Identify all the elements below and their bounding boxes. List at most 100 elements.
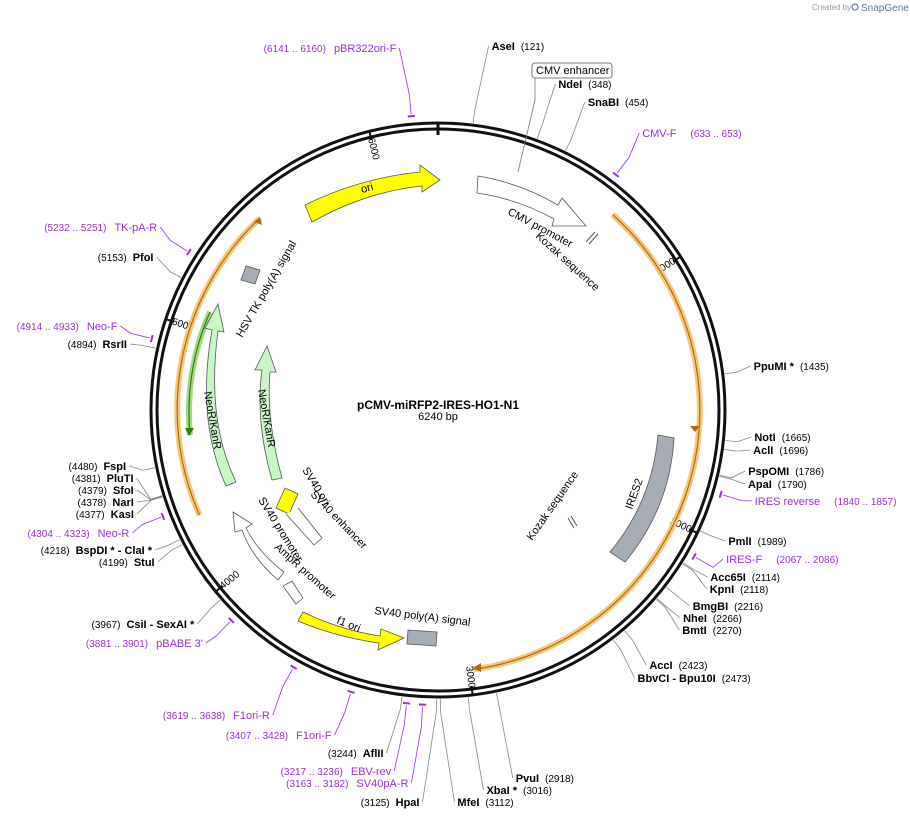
sv40-promoter-arrow[interactable] [232, 511, 285, 581]
sv40-polya-label: SV40 poly(A) signal [374, 605, 471, 629]
orf-arrowhead-1 [690, 426, 700, 432]
sv40-ori-box[interactable] [275, 487, 299, 515]
enzyme-leader [725, 436, 752, 443]
enzyme-leader [386, 696, 403, 754]
enzyme-label[interactable]: Acc65I(2114) [710, 572, 780, 584]
primer-marks [149, 114, 723, 706]
primer-leader [205, 621, 231, 644]
primer-label[interactable]: (3163 .. 3182)SV40pA-R [286, 778, 408, 790]
enzyme-label[interactable]: XbaI *(3016) [486, 785, 551, 797]
primer-mark [228, 617, 235, 624]
enzyme-label[interactable]: (4480)FspI [69, 461, 127, 473]
enzyme-leader [439, 698, 455, 803]
enzyme-label[interactable]: BbvCI - Bpu10I(2473) [638, 673, 751, 685]
enzyme-label[interactable]: BmgBI(2216) [693, 601, 763, 613]
credit-brand: SnapGene [861, 3, 909, 14]
enzyme-label[interactable]: AccI(2423) [649, 660, 707, 672]
enzyme-label[interactable]: NheI(2266) [683, 613, 742, 625]
enzyme-label[interactable]: PmlI(1989) [728, 536, 786, 548]
neokanr-outer-arrow[interactable] [204, 302, 237, 487]
enzyme-leader [156, 256, 182, 278]
primer-leader [695, 557, 724, 568]
enzyme-label[interactable]: PpuMI *(1435) [754, 361, 829, 373]
enzyme-leader [129, 343, 156, 349]
primer-label[interactable]: (4914 .. 4933)Neo-F [17, 321, 118, 333]
ruler-tick [470, 685, 474, 697]
primer-mark [347, 689, 355, 694]
enzyme-label[interactable]: MfeI(3112) [457, 797, 513, 809]
enzyme-leader [495, 692, 514, 779]
ampr-promoter-arrow[interactable] [282, 580, 304, 605]
cmv-promoter-arrow[interactable] [476, 175, 587, 227]
enzyme-label[interactable]: (3125)HpaI [361, 797, 420, 809]
orf-arrowhead-2 [473, 663, 481, 672]
ori-label: ori [360, 181, 375, 196]
enzyme-leader [700, 530, 726, 542]
primer-label[interactable]: (3881 .. 3901)pBABE 3' [86, 638, 203, 650]
enzyme-label[interactable]: PspOMI(1786) [748, 466, 824, 478]
f1-ori-arrow[interactable] [297, 611, 406, 651]
primer-leader [398, 47, 412, 115]
enzyme-label[interactable]: (4199)StuI [99, 557, 155, 569]
primer-label[interactable]: CMV-F(633 .. 653) [642, 128, 741, 140]
kozak-mark-2 [567, 517, 575, 529]
ires2-bar[interactable] [609, 434, 675, 563]
enzyme-label[interactable]: (5153)PfoI [98, 252, 154, 264]
enzyme-label[interactable]: ApaI(1790) [748, 479, 807, 491]
enzyme-label[interactable]: AseI(121) [492, 41, 545, 53]
primer-label[interactable]: (6141 .. 6160)pBR322ori-F [264, 43, 397, 55]
enzyme-leader [724, 449, 751, 452]
primer-leader [334, 693, 351, 736]
enzyme-label[interactable]: (3244)AflII [328, 748, 384, 760]
kozak-2-label: Kozak sequence [525, 469, 581, 543]
enzyme-label[interactable]: NdeI(348) [558, 79, 611, 91]
primer-leader [722, 494, 752, 502]
primer-label[interactable]: (3619 .. 3638)F1ori-R [163, 710, 270, 722]
primer-label[interactable]: IRES reverse(1840 .. 1857) [755, 496, 897, 508]
enzyme-leader [682, 562, 708, 578]
primer-mark [718, 490, 723, 499]
primer-label[interactable]: IRES-F(2067 .. 2086) [726, 554, 838, 566]
enzyme-label[interactable]: (4894)RsrII [68, 339, 127, 351]
enzyme-leader [128, 465, 155, 471]
ori-arrow[interactable] [304, 164, 441, 223]
plasmid-name: pCMV-miRFP2-IRES-HO1-N1 [357, 398, 519, 412]
enzyme-leader [157, 544, 183, 563]
enzyme-leader [136, 477, 163, 500]
enzyme-label[interactable]: (4379)SfoI [78, 485, 134, 497]
enzyme-label[interactable]: AclI(1696) [753, 445, 808, 457]
enzyme-leader [624, 630, 647, 666]
hsv-tk-polya-box[interactable] [240, 265, 261, 285]
cmv-enhancer-label: CMV enhancer [536, 65, 610, 77]
sv40-enhancer-box[interactable] [285, 507, 323, 546]
ruler-tick [688, 528, 699, 535]
primer-mark [186, 248, 192, 256]
enzyme-label[interactable]: (4218)BspDI * - ClaI * [41, 545, 153, 557]
enzyme-leader [655, 599, 680, 631]
enzyme-label[interactable]: (4381)PluTI [72, 473, 134, 485]
primer-label[interactable]: (3217 .. 3236)EBV-rev [281, 766, 392, 778]
cmv-enhancer-box[interactable] [531, 62, 613, 79]
kozak-mark-1 [585, 231, 596, 243]
enzyme-label[interactable]: (4377)KasI [76, 509, 134, 521]
ruler-tick [214, 585, 224, 593]
enzyme-leader [665, 586, 690, 607]
enzyme-label[interactable]: BmtI(2270) [682, 625, 741, 637]
primer-label[interactable]: (4304 .. 4323)Neo-R [27, 528, 129, 540]
enzyme-label[interactable]: NotI(1665) [754, 432, 810, 444]
enzyme-label[interactable]: (4378)NarI [77, 497, 133, 509]
enzyme-label[interactable]: SnaBI(454) [588, 97, 649, 109]
sv40-polya-box[interactable] [406, 629, 438, 647]
enzyme-leader [422, 698, 437, 803]
enzyme-label[interactable]: PvuI(2918) [516, 773, 574, 785]
enzyme-label[interactable]: KpnI(2118) [710, 584, 769, 596]
credit-prefix: Created by [812, 3, 851, 12]
neokanr-inner-arrow[interactable] [254, 344, 283, 481]
enzyme-leader [719, 475, 746, 485]
primer-leader [393, 705, 407, 772]
primer-label[interactable]: (5232 .. 5251)TK-pA-R [44, 222, 157, 234]
enzyme-label[interactable]: (3967)CsiI - SexAI * [92, 619, 195, 631]
primer-mark [612, 171, 620, 178]
primer-label[interactable]: (3407 .. 3428)F1ori-F [226, 730, 332, 742]
